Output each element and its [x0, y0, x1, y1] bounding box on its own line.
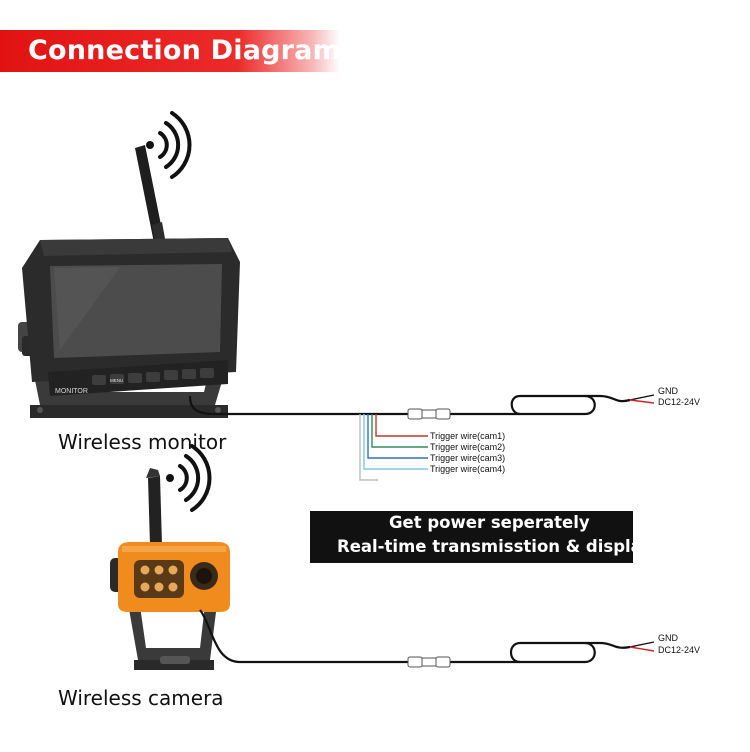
- camera-antenna: [146, 468, 162, 545]
- menu-button-label: MENU: [110, 378, 123, 383]
- monitor-connector: [407, 408, 451, 420]
- page-title: Connection Diagram: [28, 35, 341, 66]
- camera-dc-label: DC12-24V: [658, 645, 701, 655]
- camera-body: [110, 542, 230, 612]
- camera-connector: [407, 656, 451, 668]
- monitor-power-leads: [629, 394, 655, 404]
- info-box: Get power seperately Real-time transmiss…: [310, 511, 652, 563]
- wifi-signal-icon: [166, 444, 212, 512]
- trigger-wires: [359, 414, 428, 481]
- monitor-brand-text: MONITOR: [55, 388, 88, 395]
- monitor-dc-label: DC12-24V: [658, 397, 701, 407]
- camera-gnd-label: GND: [658, 633, 678, 643]
- trigger-wire-cam3-label: Trigger wire(cam3): [430, 453, 506, 463]
- info-line-power: Get power seperately: [389, 513, 590, 532]
- wifi-signal-icon: [146, 111, 192, 179]
- info-line-transmission: Real-time transmisstion & display: [337, 537, 653, 556]
- trigger-wire-cam4-label: Trigger wire(cam4): [430, 464, 506, 474]
- monitor-buttons: [92, 368, 214, 385]
- title-banner: Connection Diagram: [0, 30, 341, 72]
- monitor-cable: [188, 394, 631, 416]
- camera-power-leads: [629, 641, 655, 652]
- monitor-housing: [22, 238, 240, 396]
- trigger-wire-cam1-label: Trigger wire(cam1): [430, 431, 506, 441]
- monitor-gnd-label: GND: [658, 386, 678, 396]
- camera-label: Wireless camera: [58, 686, 224, 710]
- trigger-wire-cam2-label: Trigger wire(cam2): [430, 442, 506, 452]
- monitor-label: Wireless monitor: [58, 430, 227, 454]
- camera-cable: [199, 609, 631, 664]
